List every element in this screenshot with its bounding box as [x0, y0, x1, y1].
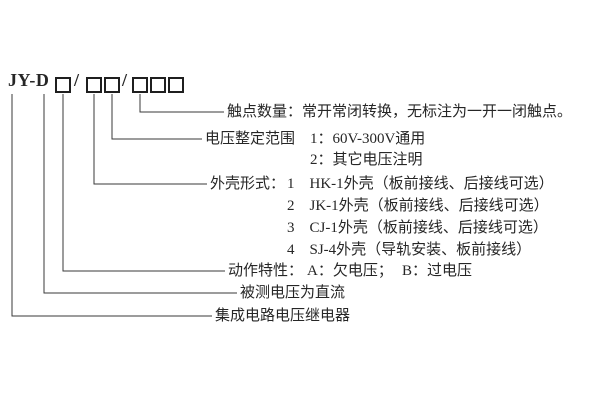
code-box-contacts-1: [132, 77, 148, 93]
label-voltage-range-title: 电压整定范围: [205, 131, 296, 147]
code-box-contacts-3: [168, 77, 184, 93]
label-case-type-option-3: 3 CJ-1外壳（板前接线、后接线可选）: [287, 220, 548, 236]
code-box-voltage-range: [104, 77, 120, 93]
label-action-option-b: B：过电压: [402, 263, 473, 279]
label-action-option-a: A：欠电压；: [307, 263, 393, 279]
connector-contacts-line: [139, 94, 224, 113]
connector-dc-line: [43, 94, 237, 294]
label-case-type-option-2: 2 JK-1外壳（板前接线、后接线可选）: [287, 198, 549, 214]
code-box-action: [55, 77, 71, 93]
label-action-title: 动作特性：: [228, 263, 304, 279]
code-slash-1: /: [74, 70, 80, 90]
label-case-type-option-4: 4 SJ-4外壳（导轨安装、板前接线）: [287, 242, 532, 258]
label-device: 集成电路电压继电器: [215, 308, 351, 324]
label-voltage-range-option-1: 1：60V-300V通用: [310, 131, 426, 147]
code-box-contacts-2: [150, 77, 166, 93]
connector-action-line: [62, 94, 225, 272]
label-voltage-range-option-2: 2：其它电压注明: [310, 152, 423, 168]
code-slash-2: /: [122, 70, 128, 90]
label-case-type-option-1: 1 HK-1外壳（板前接线、后接线可选）: [287, 176, 554, 192]
label-case-type-title: 外壳形式：: [210, 176, 286, 192]
connector-device-line: [11, 94, 212, 317]
code-box-case-type: [86, 77, 102, 93]
connector-voltage-range-line: [111, 94, 202, 140]
label-contacts: 触点数量：常开常闭转换，无标注为一开一闭触点。: [227, 104, 573, 120]
connector-case-type-line: [93, 94, 207, 185]
model-code-prefix: JY-D: [8, 70, 50, 90]
label-dc: 被测电压为直流: [240, 285, 346, 301]
